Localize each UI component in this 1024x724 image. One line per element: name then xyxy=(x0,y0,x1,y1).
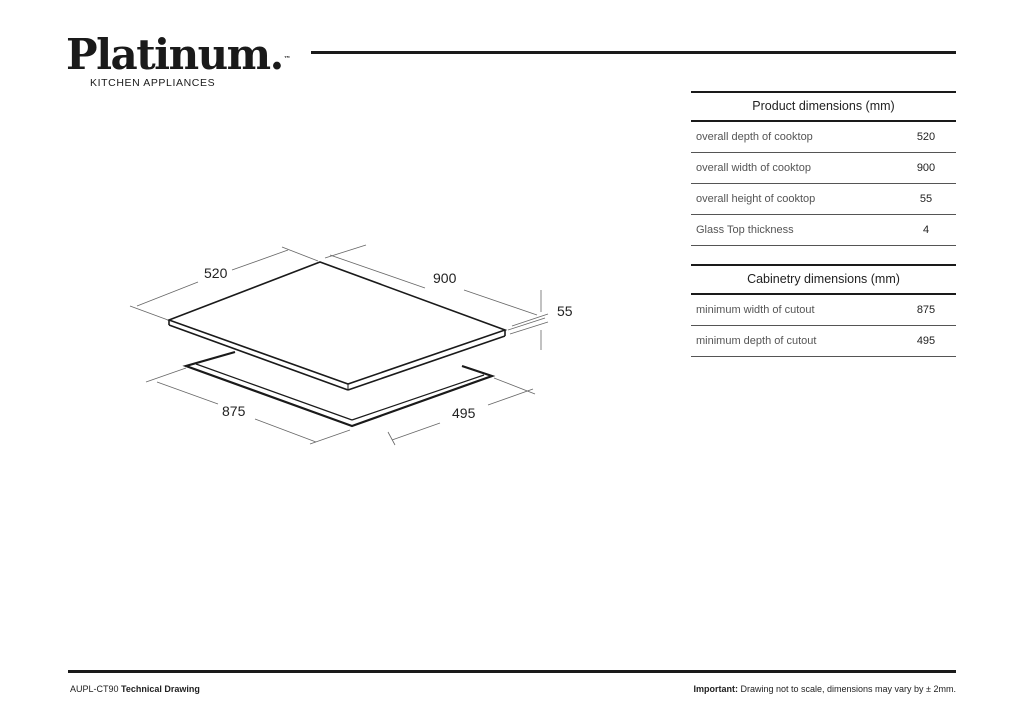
row-value: 875 xyxy=(916,304,936,316)
model-number: AUPL-CT90 xyxy=(70,684,119,694)
glass-edge-bottom xyxy=(168,324,349,391)
label-height: 55 xyxy=(557,303,573,319)
footer-divider xyxy=(68,670,956,673)
glass-edge-right xyxy=(347,335,506,391)
document-type: Technical Drawing xyxy=(121,684,200,694)
brand-tagline: KITCHEN APPLIANCES xyxy=(90,77,216,89)
table-row: overall height of cooktop 55 xyxy=(691,184,956,215)
product-dimensions-table: Product dimensions (mm) overall depth of… xyxy=(691,91,956,246)
dim-depth-520 xyxy=(129,246,319,321)
table-row: overall width of cooktop 900 xyxy=(691,153,956,184)
footer-disclaimer: Important: Drawing not to scale, dimensi… xyxy=(693,684,956,694)
dim-cutout-width-875 xyxy=(145,367,351,445)
cabinetry-dimensions-title: Cabinetry dimensions (mm) xyxy=(691,266,956,295)
row-value: 4 xyxy=(922,224,930,236)
trademark-symbol: ™ xyxy=(283,54,291,63)
row-value: 495 xyxy=(916,335,936,347)
cooktop-body-outline xyxy=(182,350,496,428)
row-label: overall width of cooktop xyxy=(696,162,811,174)
header-divider xyxy=(311,51,956,54)
table-row: minimum width of cutout 875 xyxy=(691,295,956,326)
label-cutout-width: 875 xyxy=(222,403,246,419)
dim-height-55 xyxy=(509,290,549,350)
important-text: Drawing not to scale, dimensions may var… xyxy=(740,684,956,694)
row-value: 55 xyxy=(919,193,933,205)
cabinetry-dimensions-table: Cabinetry dimensions (mm) minimum width … xyxy=(691,264,956,357)
row-value: 900 xyxy=(916,162,936,174)
label-width: 900 xyxy=(433,270,457,286)
label-cutout-depth: 495 xyxy=(452,405,476,421)
brand-name: Platinum.™ xyxy=(66,32,291,78)
important-label: Important: xyxy=(693,684,738,694)
product-dimensions-title: Product dimensions (mm) xyxy=(691,93,956,122)
row-value: 520 xyxy=(916,131,936,143)
table-row: minimum depth of cutout 495 xyxy=(691,326,956,357)
row-label: minimum width of cutout xyxy=(696,304,815,316)
footer-model: AUPL-CT90 Technical Drawing xyxy=(70,684,200,694)
row-label: overall depth of cooktop xyxy=(696,131,813,143)
table-row: Glass Top thickness 4 xyxy=(691,215,956,246)
dim-cutout-depth-495 xyxy=(387,377,536,446)
row-label: Glass Top thickness xyxy=(696,224,794,236)
dim-width-900 xyxy=(324,244,546,331)
brand-logo: Platinum.™ KITCHEN APPLIANCES xyxy=(66,32,291,90)
table-row: overall depth of cooktop 520 xyxy=(691,122,956,153)
row-label: overall height of cooktop xyxy=(696,193,816,205)
cooktop-body-inner xyxy=(195,363,353,421)
row-label: minimum depth of cutout xyxy=(696,335,817,347)
label-depth: 520 xyxy=(204,265,228,281)
cooktop-body-inner-right xyxy=(351,374,485,421)
